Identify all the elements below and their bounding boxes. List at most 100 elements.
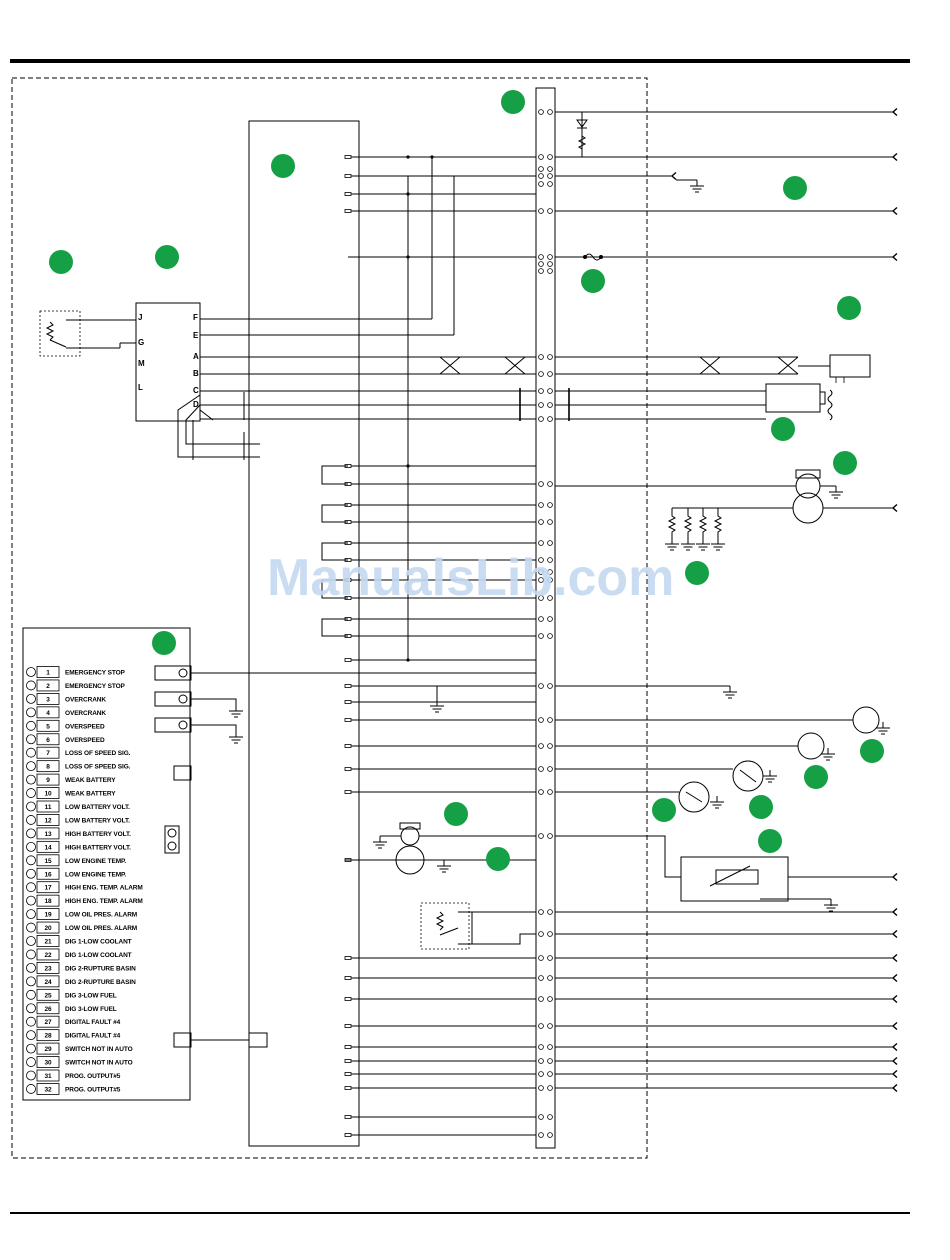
alarm-number: 4 — [46, 710, 50, 717]
terminal-point — [547, 502, 553, 508]
callout-marker — [685, 561, 709, 585]
pin-stub — [344, 744, 352, 748]
alarm-number-box — [36, 962, 60, 974]
terminal-point — [538, 931, 544, 937]
terminal-point — [547, 109, 553, 115]
pin-stub — [344, 684, 352, 688]
terminal-point — [547, 931, 553, 937]
alarm-led — [26, 707, 36, 718]
alarm-contact-3 — [154, 717, 192, 733]
alarm-number: 22 — [44, 952, 52, 959]
alarm-number-box — [36, 1056, 60, 1068]
arrow-terminal — [892, 953, 898, 963]
terminal-point — [547, 388, 553, 394]
terminal-point — [547, 743, 553, 749]
fuel-solenoid — [555, 469, 893, 524]
alarm-number-box — [36, 1042, 60, 1055]
terminal-point — [538, 540, 544, 546]
terminal-point — [547, 208, 553, 214]
alarm-label: OVERSPEED — [65, 723, 105, 730]
alarm-led — [26, 909, 36, 919]
terminal-point — [547, 909, 553, 915]
heater-resistor-bank — [667, 507, 793, 540]
terminal-point — [538, 166, 544, 172]
magnetic-pickup — [829, 354, 871, 378]
terminal-point — [547, 955, 553, 961]
pin-label-d: D — [193, 400, 199, 409]
terminal-point — [538, 254, 544, 260]
alarm-number-box — [36, 975, 60, 988]
terminal-point — [547, 154, 553, 160]
alarm-number: 23 — [44, 965, 52, 972]
alarm-number: 19 — [44, 912, 52, 919]
alarm-label: LOW BATTERY VOLT. — [65, 804, 130, 811]
alarm-led — [26, 841, 36, 852]
alarm-number-box — [36, 733, 60, 746]
callout-marker — [152, 631, 176, 655]
alarm-label: OVERCRANK — [65, 710, 106, 717]
terminal-point — [538, 975, 544, 981]
arrow-terminal — [892, 907, 898, 917]
terminal-point — [538, 1085, 544, 1091]
callout-marker — [652, 798, 676, 822]
terminal-point — [538, 388, 544, 394]
wiring-lines — [190, 107, 898, 1136]
fuse-symbol — [583, 253, 603, 261]
alarm-label: EMERGENCY STOP — [65, 670, 126, 677]
terminal-point — [538, 595, 544, 601]
pin-stub — [344, 192, 352, 196]
pin-label-a: A — [193, 352, 199, 361]
alarm-label: DIGITAL FAULT #4 — [65, 1033, 121, 1040]
terminal-point — [538, 569, 544, 575]
pin-label-f: F — [193, 313, 198, 322]
terminal-point — [547, 1132, 553, 1138]
callout-marker — [758, 829, 782, 853]
alarm-label: DIG 1-LOW COOLANT — [65, 939, 132, 946]
terminal-point — [547, 416, 553, 422]
alarm-number-box — [36, 773, 60, 786]
pin-stub — [344, 700, 352, 704]
speed-pot-box — [39, 310, 81, 357]
alarm-number: 12 — [44, 817, 52, 824]
callout-marker — [581, 269, 605, 293]
pin-stub — [344, 658, 352, 662]
alarm-number-box — [36, 948, 60, 961]
alarm-label: LOW ENGINE TEMP. — [65, 871, 126, 878]
terminal-point — [547, 540, 553, 546]
alarm-number: 20 — [44, 925, 52, 932]
pin-stub — [344, 1059, 352, 1063]
terminal-point — [538, 1058, 544, 1064]
alarm-label: HIGH BATTERY VOLT. — [65, 831, 131, 838]
shield-marks — [519, 388, 570, 421]
alarm-label: PROG. OUTPUT#5 — [65, 1073, 121, 1080]
alarm-number-box — [36, 921, 60, 934]
alarm-led — [26, 774, 36, 785]
pin-stub — [344, 209, 352, 213]
alarm-number: 6 — [46, 737, 50, 744]
terminal-point — [538, 261, 544, 267]
pin-stub — [344, 997, 352, 1001]
terminal-point — [538, 1071, 544, 1077]
alarm-contact-1 — [154, 665, 192, 681]
terminal-point — [538, 371, 544, 377]
alarm-label: OVERSPEED — [65, 737, 105, 744]
terminal-point — [538, 1023, 544, 1029]
arrow-terminal — [892, 503, 898, 513]
terminal-point — [538, 416, 544, 422]
alarm-connector-left — [173, 1032, 192, 1048]
terminal-point — [538, 955, 544, 961]
alarm-number: 1 — [46, 670, 50, 677]
engine-control-module — [135, 302, 201, 422]
terminal-point — [547, 833, 553, 839]
pin-stub — [344, 155, 352, 159]
terminal-point — [538, 557, 544, 563]
terminal-point — [547, 371, 553, 377]
terminal-point — [538, 789, 544, 795]
alarm-label: WEAK BATTERY — [65, 791, 116, 798]
callout-marker — [49, 250, 73, 274]
terminal-point — [547, 717, 553, 723]
terminal-point — [538, 173, 544, 179]
alarm-label: HIGH ENG. TEMP. ALARM — [65, 885, 143, 892]
